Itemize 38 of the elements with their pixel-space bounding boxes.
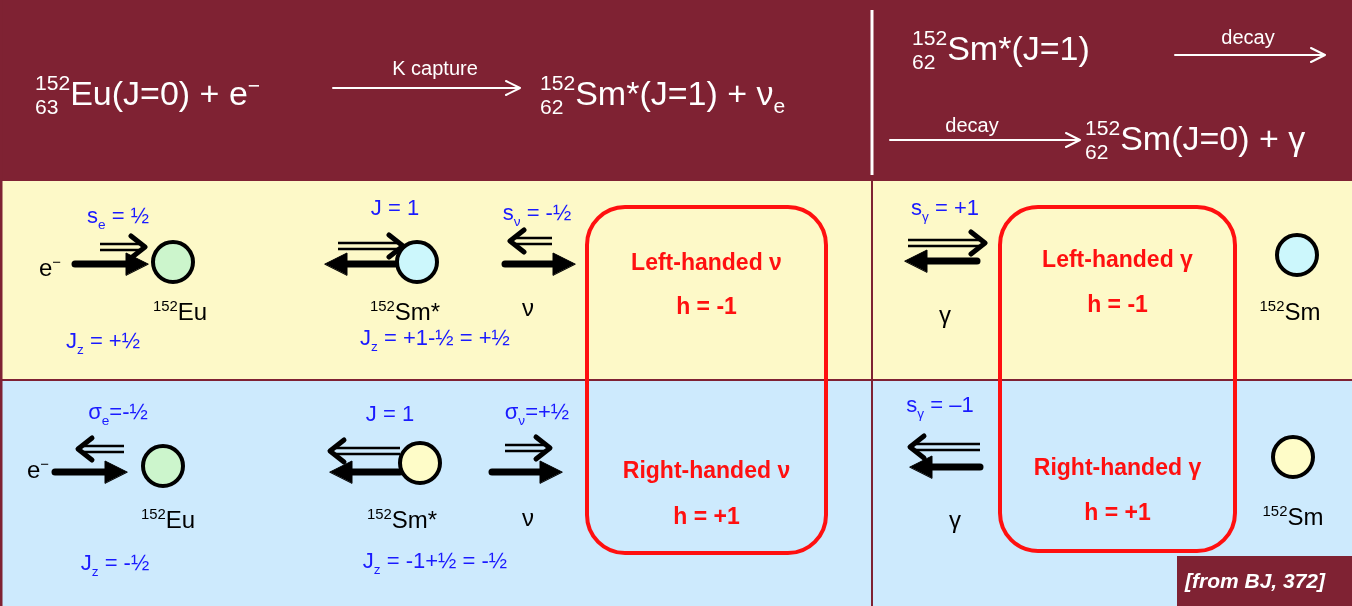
arrow-label: decay: [1221, 26, 1275, 48]
arrow-label: K capture: [392, 57, 478, 79]
nucleus-label: $^{152}$Sm*: [369, 298, 441, 326]
helicity-value: h = -1: [1087, 290, 1148, 318]
helicity-title: Left-handed ν: [631, 248, 782, 276]
particle-label: ν: [522, 294, 534, 322]
spin-label: σ$_{ν}$=+½: [504, 400, 570, 428]
particle-label: e$^{−}$: [27, 456, 49, 484]
nucleus-label: $^{152}$Sm*: [366, 506, 438, 534]
spin-label: s$_{e}$ = ½: [87, 204, 149, 232]
nucleus-label: $^{152}$Eu: [140, 506, 196, 534]
particle-label: γ: [939, 301, 951, 329]
nucleus-label: $^{152}$Sm: [1262, 503, 1324, 531]
angular-momentum-label: J$_{z}$ = +1-½ = +½: [360, 326, 510, 354]
helicity-box: [585, 205, 828, 555]
spin-label: s$_{γ}$ = +1: [911, 196, 979, 224]
helicity-title: Right-handed ν: [622, 456, 791, 484]
spin-label: s$_{γ}$ = –1: [906, 393, 974, 421]
helicity-value: h = +1: [1084, 498, 1151, 526]
nucleus-label: $^{152}$Sm: [1259, 298, 1321, 326]
spin-label: J = 1: [370, 195, 420, 221]
spin-label: J = 1: [365, 401, 415, 427]
particle-label: γ: [949, 506, 961, 534]
nucleus-label: $^{152}$Eu: [152, 298, 208, 326]
helicity-value: h = +1: [673, 502, 740, 530]
angular-momentum-label: J$_{z}$ = +½: [65, 329, 141, 357]
helicity-title: Left-handed γ: [1042, 245, 1193, 273]
angular-momentum-label: J$_{z}$ = -1+½ = -½: [362, 549, 508, 577]
helicity-box: [998, 205, 1237, 553]
helicity-title: Right-handed γ: [1033, 453, 1202, 481]
particle-label: e$^{−}$: [39, 254, 61, 282]
particle-label: ν: [522, 504, 534, 532]
spin-label: σ$_{e}$=-½: [88, 400, 148, 428]
angular-momentum-label: J$_{z}$ = -½: [80, 551, 150, 579]
arrow-label: decay: [945, 114, 999, 136]
source-note: [from BJ, 372]: [1177, 556, 1352, 606]
spin-label: s$_{ν}$ = -½: [502, 201, 572, 229]
helicity-value: h = -1: [676, 292, 737, 320]
